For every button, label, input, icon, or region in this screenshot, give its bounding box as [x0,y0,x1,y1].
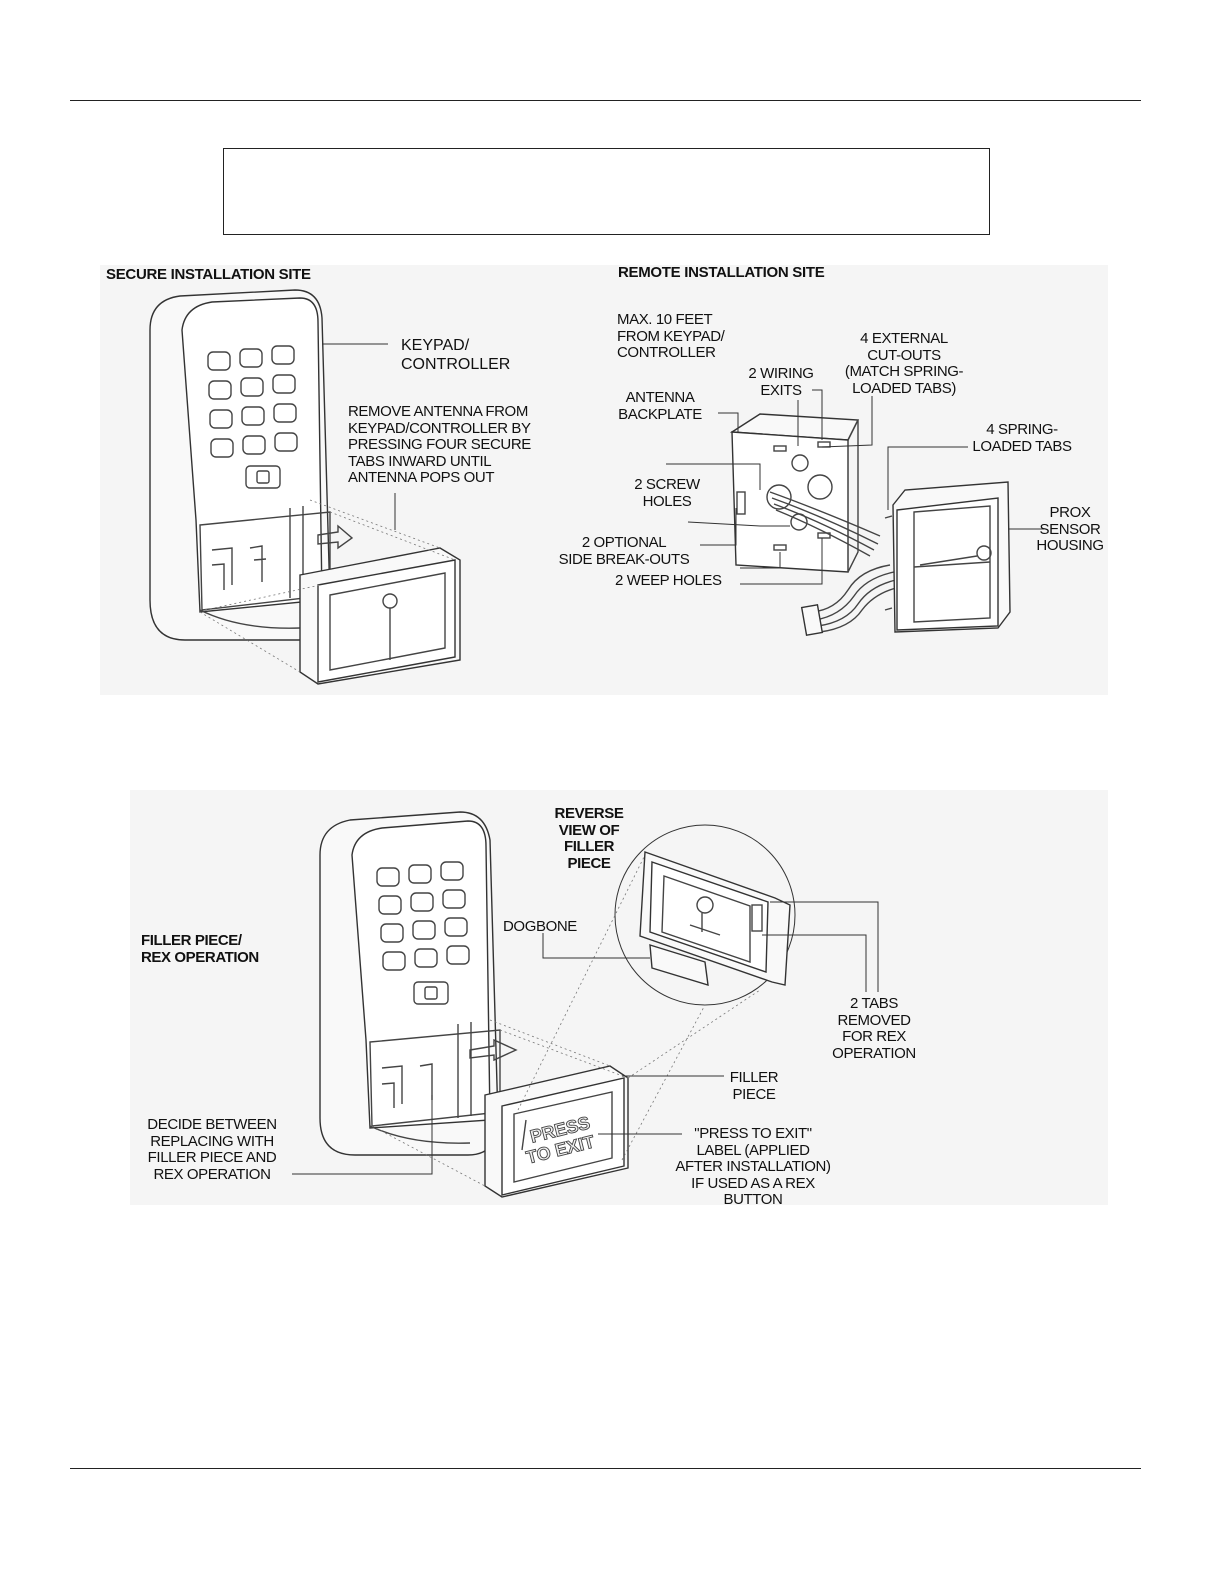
keypad-controller-top [149,289,354,641]
label-remove-antenna: REMOVE ANTENNA FROM KEYPAD/CONTROLLER BY… [348,403,531,486]
label-prox-sensor-housing: PROX SENSOR HOUSING [1036,504,1104,554]
label-external-cutouts: 4 EXTERNAL CUT-OUTS (MATCH SPRING- LOADE… [844,330,964,397]
label-press-to-exit: "PRESS TO EXIT" LABEL (APPLIED AFTER INS… [675,1125,831,1208]
wires [769,491,897,636]
keypad-controller-bottom [319,811,518,1156]
reverse-view-circle [517,824,796,1161]
bottom-rule [70,1468,1141,1469]
antenna-module-top [199,499,461,685]
label-screw-holes: 2 SCREW HOLES [634,476,700,510]
remote-leaders [666,389,1044,585]
label-side-breakouts: 2 OPTIONAL SIDE BREAK-OUTS [558,534,690,568]
label-max-10-feet: MAX. 10 FEET FROM KEYPAD/ CONTROLLER [617,311,725,361]
label-tabs-removed: 2 TABS REMOVED FOR REX OPERATION [832,995,916,1062]
label-wiring-exits: 2 WIRING EXITS [748,365,814,399]
label-keypad-controller: KEYPAD/ CONTROLLER [401,337,511,373]
label-reverse-view: REVERSE VIEW OF FILLER PIECE [554,805,624,872]
label-spring-loaded-tabs: 4 SPRING- LOADED TABS [972,421,1072,455]
prox-sensor-housing [884,481,1011,633]
label-filler-piece: FILLER PIECE [729,1069,779,1103]
remote-site-heading: REMOTE INSTALLATION SITE [618,264,825,281]
label-weep-holes: 2 WEEP HOLES [615,572,722,589]
secure-site-heading: SECURE INSTALLATION SITE [106,266,311,283]
notice-box [223,148,990,235]
antenna-backplate [729,413,860,573]
filler-leaders [292,901,879,1175]
filler-piece [371,1019,629,1198]
label-decide-between: DECIDE BETWEEN REPLACING WITH FILLER PIE… [147,1116,277,1183]
label-filler-rex-operation: FILLER PIECE/ REX OPERATION [141,932,259,966]
label-antenna-backplate: ANTENNA BACKPLATE [618,389,702,423]
label-dogbone: DOGBONE [503,918,577,935]
top-rule [70,100,1141,101]
